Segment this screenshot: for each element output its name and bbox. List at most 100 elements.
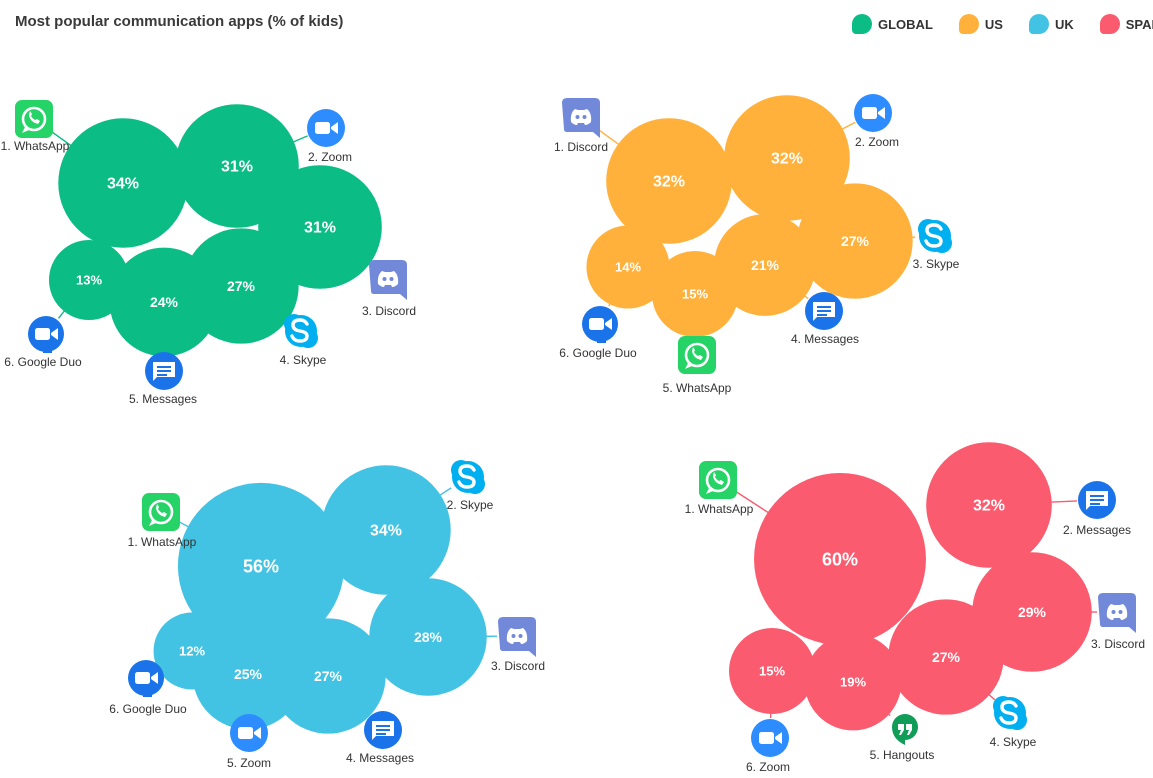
app-label-us-skype: 3. Skype [913, 257, 960, 271]
bubble-uk-google-duo [153, 612, 231, 690]
bubble-global-messages [109, 247, 219, 357]
chart-title: Most popular communication apps (% of ki… [15, 13, 344, 30]
app-label-us-zoom: 2. Zoom [855, 135, 899, 149]
bubble-global-whatsapp [58, 118, 188, 248]
app-label-global-discord: 3. Discord [362, 304, 416, 318]
panel-spain: 60% 1. WhatsApp 32% 2. Messages 29% 3. Discor… [685, 442, 1145, 774]
app-label-us-discord: 1. Discord [554, 140, 608, 154]
app-label-global-messages: 5. Messages [129, 392, 197, 406]
bubble-uk-skype [321, 465, 451, 595]
discord-icon [562, 98, 600, 138]
messages-icon [145, 352, 183, 390]
app-label-uk-messages: 4. Messages [346, 751, 414, 765]
value-label-global-zoom: 31% [221, 159, 253, 176]
google-duo-icon [28, 316, 64, 353]
discord-icon [1098, 593, 1136, 633]
bubble-uk-discord [369, 578, 487, 696]
bubble-spain-skype [888, 599, 1004, 715]
connector-global-whatsapp [49, 130, 73, 147]
whatsapp-icon [699, 461, 737, 499]
app-label-spain-skype: 4. Skype [990, 735, 1037, 749]
app-label-spain-discord: 3. Discord [1091, 637, 1145, 651]
value-label-uk-zoom: 25% [234, 666, 263, 682]
app-label-uk-google-duo: 6. Google Duo [109, 702, 187, 716]
app-label-uk-whatsapp: 1. WhatsApp [128, 535, 197, 549]
skype-icon [918, 219, 952, 253]
value-label-global-google-duo: 13% [76, 273, 102, 288]
legend-item-spain: SPAIN [1099, 14, 1153, 34]
bubble-spain-hangouts [804, 633, 902, 731]
bubble-spain-whatsapp [754, 473, 926, 645]
messages-icon [805, 292, 843, 330]
value-label-uk-whatsapp: 56% [243, 556, 279, 576]
legend-label-us: US [984, 16, 1003, 32]
bubble-spain-zoom [729, 628, 815, 714]
legend-item-uk: UK [1028, 14, 1074, 34]
connector-global-zoom [291, 135, 308, 144]
zoom-icon [307, 109, 345, 147]
legend-label-global: GLOBAL [878, 16, 933, 32]
connector-us-discord [596, 128, 621, 146]
value-label-us-zoom: 32% [771, 151, 803, 168]
google-duo-icon [582, 306, 618, 343]
app-label-spain-messages: 2. Messages [1063, 523, 1131, 537]
app-label-global-whatsapp: 1. WhatsApp [1, 139, 70, 153]
value-label-spain-zoom: 15% [759, 664, 785, 679]
whatsapp-icon [678, 336, 716, 374]
zoom-icon [854, 94, 892, 132]
value-label-spain-whatsapp: 60% [822, 549, 858, 569]
app-label-us-google-duo: 6. Google Duo [559, 346, 637, 360]
value-label-uk-skype: 34% [370, 523, 402, 540]
value-label-spain-discord: 29% [1018, 604, 1047, 620]
bubble-us-messages [714, 214, 816, 316]
bubble-us-google-duo [586, 225, 670, 309]
skype-icon [993, 696, 1027, 730]
legend-swatch-spain [1099, 14, 1120, 34]
app-label-us-whatsapp: 5. WhatsApp [663, 381, 732, 395]
legend-swatch-uk [1028, 14, 1049, 34]
value-label-spain-hangouts: 19% [840, 675, 866, 690]
connector-spain-messages [1049, 500, 1078, 503]
legend-label-uk: UK [1054, 16, 1074, 32]
messages-icon [364, 711, 402, 749]
value-label-spain-messages: 32% [973, 498, 1005, 515]
bubble-global-google-duo [48, 239, 130, 321]
messages-icon [1078, 481, 1116, 519]
discord-icon [498, 617, 536, 657]
bubble-us-whatsapp [652, 251, 738, 337]
app-label-global-google-duo: 6. Google Duo [4, 355, 82, 369]
bubble-us-discord [606, 118, 732, 244]
app-label-spain-whatsapp: 1. WhatsApp [685, 502, 754, 516]
bubble-spain-discord [972, 552, 1092, 672]
bubble-us-zoom [724, 95, 850, 221]
discord-icon [369, 260, 407, 300]
bubble-us-skype [797, 183, 913, 299]
app-label-spain-zoom: 6. Zoom [746, 760, 790, 774]
legend-swatch-us [958, 14, 979, 34]
app-label-global-zoom: 2. Zoom [308, 150, 352, 164]
legend-swatch-global [852, 14, 872, 34]
zoom-icon [751, 719, 789, 757]
value-label-spain-skype: 27% [932, 649, 961, 665]
value-label-us-whatsapp: 15% [682, 287, 708, 302]
connector-us-zoom [840, 121, 856, 131]
value-label-us-messages: 21% [751, 257, 780, 273]
whatsapp-icon [15, 100, 53, 138]
app-label-uk-skype: 2. Skype [447, 498, 494, 512]
app-label-global-skype: 4. Skype [280, 353, 327, 367]
value-label-uk-messages: 27% [314, 668, 343, 684]
value-label-uk-google-duo: 12% [179, 644, 205, 659]
zoom-icon [230, 714, 268, 752]
connector-uk-skype [438, 487, 452, 497]
bubble-uk-messages [270, 618, 386, 734]
value-label-uk-discord: 28% [414, 629, 443, 645]
value-label-us-discord: 32% [653, 174, 685, 191]
value-label-global-discord: 31% [304, 220, 336, 237]
legend-item-global: GLOBAL [852, 14, 933, 34]
connector-spain-whatsapp [734, 490, 770, 514]
skype-icon [451, 460, 485, 494]
app-label-us-messages: 4. Messages [791, 332, 859, 346]
